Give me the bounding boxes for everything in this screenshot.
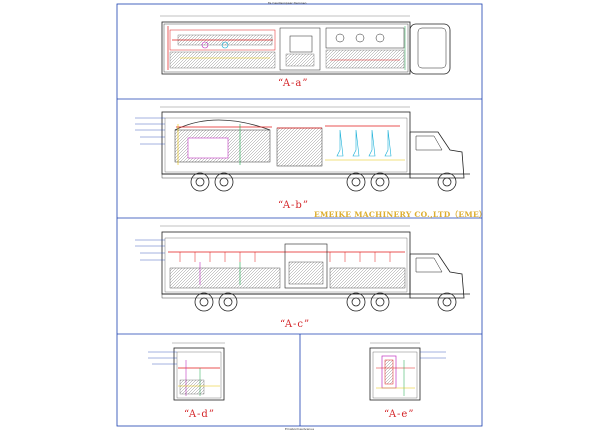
view-label-e: “A-e” bbox=[384, 409, 415, 420]
sheet-title: Fe Cesdisonpaar Deroneo bbox=[268, 1, 307, 5]
view-a-b-elevation bbox=[135, 106, 470, 192]
view-label-c: “A-c” bbox=[280, 319, 311, 330]
sheet-border bbox=[116, 3, 483, 427]
view-a-plan bbox=[160, 15, 451, 75]
sheet-footer-text: Emabonhaedvenue bbox=[285, 427, 315, 431]
view-a-c-elevation bbox=[135, 225, 470, 312]
view-label-a: “A-a” bbox=[278, 78, 309, 89]
view-a-d-end bbox=[148, 342, 225, 401]
watermark-text: EMEIKE MACHINERY CO.,LTD（EME） bbox=[314, 210, 487, 219]
view-a-e-end bbox=[369, 342, 446, 401]
view-label-b: “A-b” bbox=[278, 200, 309, 211]
view-label-d: “A-d” bbox=[184, 409, 215, 420]
